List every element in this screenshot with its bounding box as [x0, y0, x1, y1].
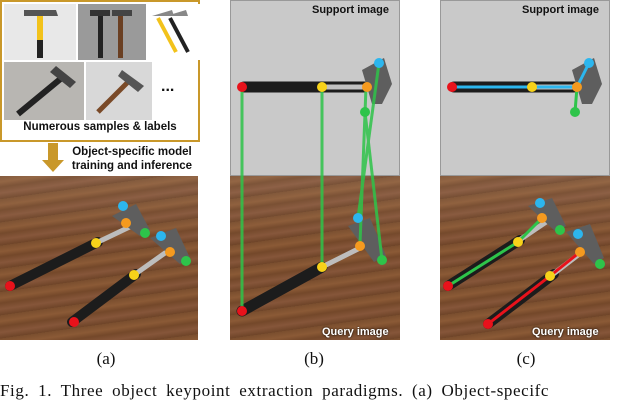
panel-c-support-title: Support image: [522, 4, 600, 16]
panel-a-query-image: [0, 176, 198, 340]
hammer-icon: [24, 10, 58, 58]
panel-b-query-title: Query image: [322, 326, 389, 338]
panel-c-query-image: [440, 176, 610, 340]
sample-grid: [0, 0, 200, 142]
hammer-icon: [96, 70, 144, 114]
samples-label: Numerous samples & labels: [23, 121, 177, 133]
sublabel-a: (a): [96, 349, 116, 368]
training-line-2: training and inference: [71, 160, 193, 172]
sublabel-c: (c): [516, 349, 536, 368]
sample-thumbnail-1: [4, 4, 76, 60]
hammer-icon: [90, 10, 132, 58]
sample-thumbnail-3: [148, 4, 200, 60]
figure-caption: Fig. 1. Three object keypoint extraction…: [0, 381, 550, 400]
training-description: Object-specific model training and infer…: [62, 145, 202, 173]
panel-c-query-title: Query image: [532, 326, 599, 338]
down-arrow-icon: [42, 160, 64, 172]
sample-thumbnail-2: [78, 4, 146, 60]
sublabel-b: (b): [304, 349, 324, 368]
sample-thumbnail-4: [4, 62, 84, 120]
hammers-keypoints-a: [5, 201, 191, 327]
panel-b-support-title: Support image: [312, 4, 390, 16]
sample-thumbnail-5: [86, 62, 152, 120]
down-arrow-shaft: [48, 143, 58, 161]
training-line-1: Object-specific model: [72, 146, 192, 158]
hammer-icon: [16, 66, 76, 117]
hammer-icon: [152, 10, 190, 53]
more-samples-ellipsis: ...: [161, 78, 175, 95]
